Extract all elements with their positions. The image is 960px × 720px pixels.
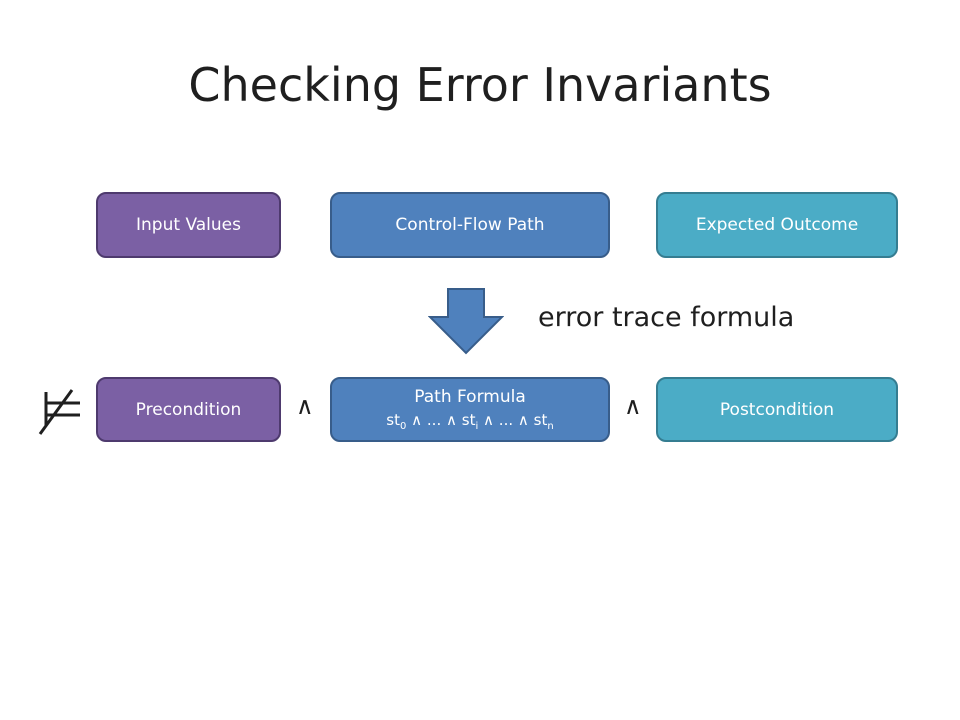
precondition-box: Precondition [96, 377, 281, 442]
not-models-icon [38, 389, 80, 435]
down-arrow-icon [428, 288, 504, 355]
input-values-box: Input Values [96, 192, 281, 258]
expected-outcome-label: Expected Outcome [695, 215, 859, 235]
input-values-label: Input Values [136, 215, 241, 235]
error-trace-formula-caption: error trace formula [538, 302, 795, 333]
path-formula-title: Path Formula [414, 387, 526, 407]
and-symbol-right: ∧ [624, 392, 642, 420]
postcondition-label: Postcondition [719, 399, 835, 420]
path-formula-box: Path Formula st0 ∧ ... ∧ sti ∧ ... ∧ stn [330, 377, 610, 442]
path-formula-expression: st0 ∧ ... ∧ sti ∧ ... ∧ stn [386, 411, 554, 432]
and-symbol-left: ∧ [296, 392, 314, 420]
expected-outcome-box: Expected Outcome [656, 192, 898, 258]
control-flow-path-label: Control-Flow Path [395, 215, 545, 235]
postcondition-box: Postcondition [656, 377, 898, 442]
slide-title: Checking Error Invariants [188, 58, 772, 112]
precondition-label: Precondition [135, 399, 242, 420]
control-flow-path-box: Control-Flow Path [330, 192, 610, 258]
